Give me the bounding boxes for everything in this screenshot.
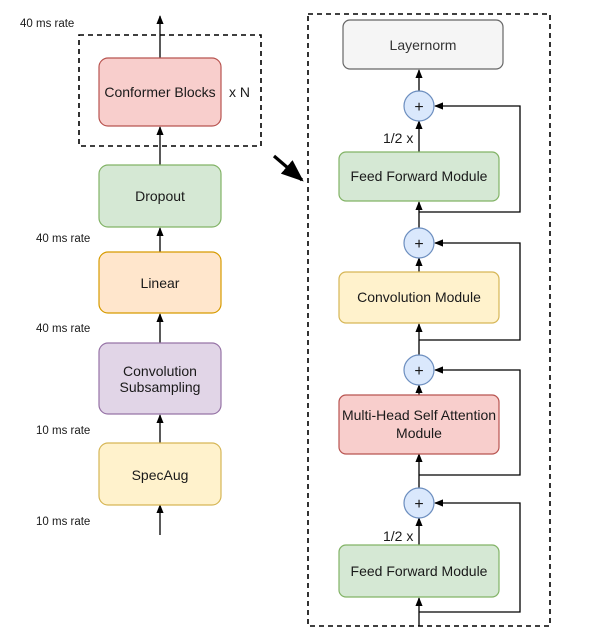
adder-1: + (403, 90, 435, 122)
linear-box (98, 251, 222, 314)
rate-label-input: 10 ms rate (36, 516, 90, 528)
left-stack: Conformer Blocks x N Dropout Linear Conv… (20, 15, 262, 535)
plus-sign: + (414, 236, 423, 253)
conv-module-box (338, 271, 500, 324)
block-detail: Layernorm Feed Forward Module 1/2 x Conv… (307, 13, 551, 627)
conv-subsampling-label-line1: Convolution (123, 363, 197, 379)
adder-4: + (403, 487, 435, 519)
conv-subsampling-box (98, 342, 222, 415)
ffn-top-label: Feed Forward Module (351, 168, 488, 184)
adder-2: + (403, 227, 435, 259)
layernorm-box (342, 19, 504, 70)
plus-circle-icon (403, 487, 435, 519)
rate-label-top: 40 ms rate (20, 18, 74, 30)
ffn-bottom-box (338, 544, 500, 598)
conv-module-label: Convolution Module (357, 289, 481, 305)
block-detail-container (307, 13, 551, 627)
linear-label: Linear (141, 275, 180, 291)
plus-sign: + (414, 99, 423, 116)
repeat-label: x N (229, 84, 250, 100)
adder-3: + (403, 354, 435, 386)
plus-sign: + (414, 496, 423, 513)
specaug-box (98, 442, 222, 506)
ffn-bottom-label: Feed Forward Module (351, 563, 488, 579)
residual-1 (419, 499, 521, 613)
plus-circle-icon (403, 227, 435, 259)
mhsa-box (338, 394, 500, 455)
plus-circle-icon (403, 354, 435, 386)
specaug-label: SpecAug (132, 467, 189, 483)
residual-3 (419, 239, 521, 341)
plus-circle-icon (403, 90, 435, 122)
rate-label-after-linear: 40 ms rate (36, 233, 90, 245)
expand-arrow (272, 154, 304, 182)
conformer-blocks-container (78, 34, 262, 147)
conv-subsampling-label-line2: Subsampling (120, 379, 201, 395)
residual-4 (419, 102, 521, 213)
ffn-top-box (338, 151, 500, 202)
rate-label-after-specaug: 10 ms rate (36, 425, 90, 437)
dropout-label: Dropout (135, 188, 185, 204)
plus-sign: + (414, 363, 423, 380)
residual-2 (419, 366, 521, 476)
half-top-label: 1/2 x (383, 130, 413, 146)
layernorm-label: Layernorm (390, 37, 457, 53)
dropout-box (98, 164, 222, 228)
conformer-blocks-box (98, 57, 222, 127)
mhsa-label-line2: Module (396, 425, 442, 441)
half-bottom-label: 1/2 x (383, 528, 413, 544)
conformer-blocks-label: Conformer Blocks (104, 84, 215, 100)
mhsa-label-line1: Multi-Head Self Attention (342, 407, 496, 423)
rate-label-after-conv: 40 ms rate (36, 323, 90, 335)
